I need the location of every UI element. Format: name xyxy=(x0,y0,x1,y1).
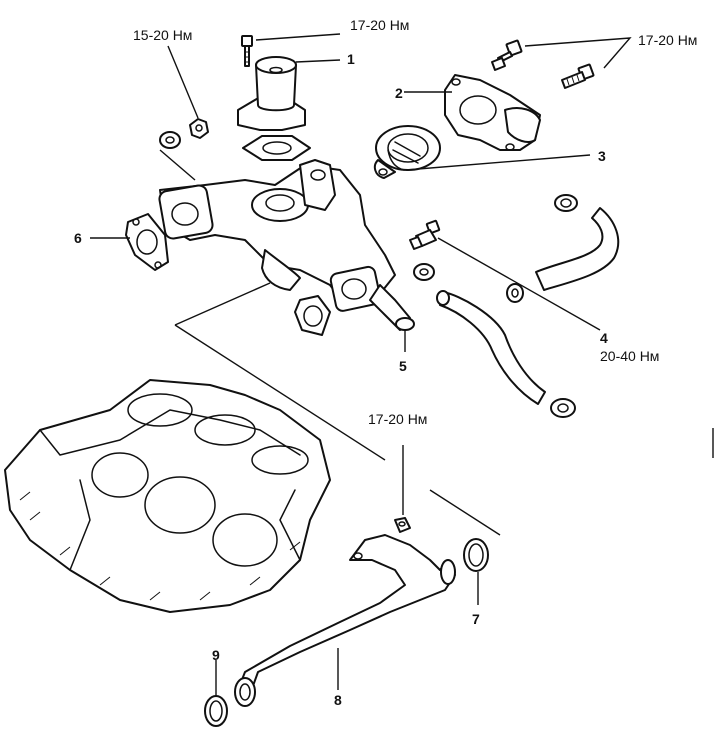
housing-bolt-upper xyxy=(491,39,523,71)
upper-bypass-hose xyxy=(535,207,620,291)
o-ring-7 xyxy=(463,538,489,572)
callout-7: 7 xyxy=(472,611,480,627)
manifold-gasket xyxy=(125,213,169,271)
torque-sensor-4: 20-40 Нм xyxy=(600,348,659,364)
hose-clamp-left xyxy=(413,263,435,281)
o-ring-9 xyxy=(204,695,228,727)
torque-bolt-8: 17-20 Нм xyxy=(368,411,427,427)
water-outlet-fitting xyxy=(237,56,306,131)
temperature-sensor xyxy=(409,219,441,250)
torque-bolt-1: 17-20 Нм xyxy=(350,17,409,33)
small-gasket xyxy=(294,295,331,336)
callout-5: 5 xyxy=(399,358,407,374)
lower-bypass-hose xyxy=(436,290,546,405)
thermostat-housing xyxy=(444,74,541,151)
hose-clamp-top xyxy=(554,194,578,212)
manifold-washer xyxy=(159,131,181,149)
outlet-gasket xyxy=(242,135,311,161)
callout-9: 9 xyxy=(212,647,220,663)
torque-bolts-2: 17-20 Нм xyxy=(638,32,697,48)
callout-3: 3 xyxy=(598,148,606,164)
pipe-bolt xyxy=(394,517,411,533)
hose-clamp-bottom xyxy=(550,398,576,418)
engine-block xyxy=(4,379,331,613)
callout-4: 4 xyxy=(600,330,608,346)
manifold-nut xyxy=(189,118,209,139)
leader-lines xyxy=(90,33,632,696)
callout-6: 6 xyxy=(74,230,82,246)
hose-clamp-mid xyxy=(506,283,524,303)
outlet-bolt xyxy=(241,35,253,67)
callout-2: 2 xyxy=(395,85,403,101)
water-manifold xyxy=(158,159,415,331)
housing-bolt-lower xyxy=(561,63,595,89)
torque-nut-left: 15-20 Нм xyxy=(133,27,192,43)
callout-1: 1 xyxy=(347,51,355,67)
callout-8: 8 xyxy=(334,692,342,708)
water-pipe xyxy=(234,534,456,707)
